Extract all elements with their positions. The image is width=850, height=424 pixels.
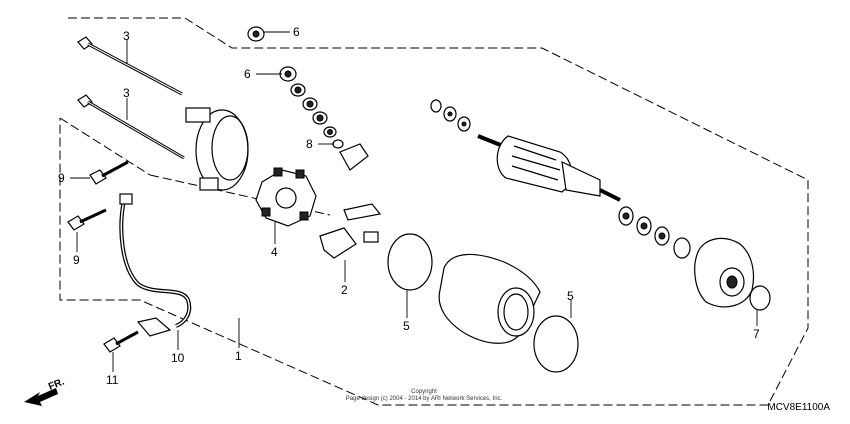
- callout-9-upper: 9: [58, 171, 65, 185]
- assembly-boundary-inner: [59, 117, 151, 176]
- callout-5-left: 5: [403, 319, 410, 333]
- bolt-9-upper: [89, 160, 129, 185]
- gasket-5-right: [533, 315, 579, 373]
- washer-stack: [279, 66, 337, 138]
- front-cover: [694, 237, 755, 308]
- washers-commutator-side: [430, 99, 471, 132]
- copyright-line-1: Copyright: [411, 389, 437, 395]
- o-ring-7: [749, 285, 771, 311]
- callout-3-lower: 3: [123, 86, 130, 100]
- o-ring-8: [332, 139, 344, 149]
- nut-6-top: [247, 26, 265, 42]
- callout-11-label: 11: [106, 373, 119, 387]
- assembly-boundary: [59, 17, 809, 406]
- through-bolt-lower: [77, 94, 185, 160]
- gasket-5-left: [387, 233, 433, 291]
- copyright-line-2: Page design (c) 2004 - 2014 by ARI Netwo…: [346, 396, 503, 402]
- bolt-9-lower: [67, 208, 107, 231]
- callout-3-upper: 3: [123, 29, 130, 43]
- callout-4: 4: [271, 245, 278, 259]
- callout-7: 7: [753, 327, 760, 341]
- diagram-code: MCV8E1100A: [767, 402, 830, 413]
- rear-cover: [185, 107, 249, 191]
- bolt-11: [103, 330, 139, 353]
- callout-1: 1: [235, 349, 242, 363]
- callout-8: 8: [306, 137, 313, 151]
- callout-2: 2: [341, 283, 348, 297]
- direction-label: FR.: [47, 376, 66, 392]
- armature: [477, 134, 621, 202]
- motor-case: [438, 253, 541, 344]
- callout-5-right: 5: [567, 289, 574, 303]
- terminal-insulator: [319, 143, 382, 259]
- boundary-link: [149, 174, 331, 216]
- through-bolt-upper: [77, 36, 183, 96]
- callout-labels: 3 3 9 9 11 11 10 1 4 6 6 8 2 5 5 7: [58, 25, 760, 387]
- callout-6-top: 6: [293, 25, 300, 39]
- leader-lines: [70, 31, 758, 372]
- front-direction-arrow: FR.: [24, 376, 66, 406]
- starter-cable: [119, 193, 192, 337]
- brush-holder: [255, 167, 317, 227]
- washers-drive-side: [618, 206, 691, 259]
- callout-10: 10: [171, 351, 185, 365]
- callout-9-lower: 9: [73, 253, 80, 267]
- callout-6-mid: 6: [244, 67, 251, 81]
